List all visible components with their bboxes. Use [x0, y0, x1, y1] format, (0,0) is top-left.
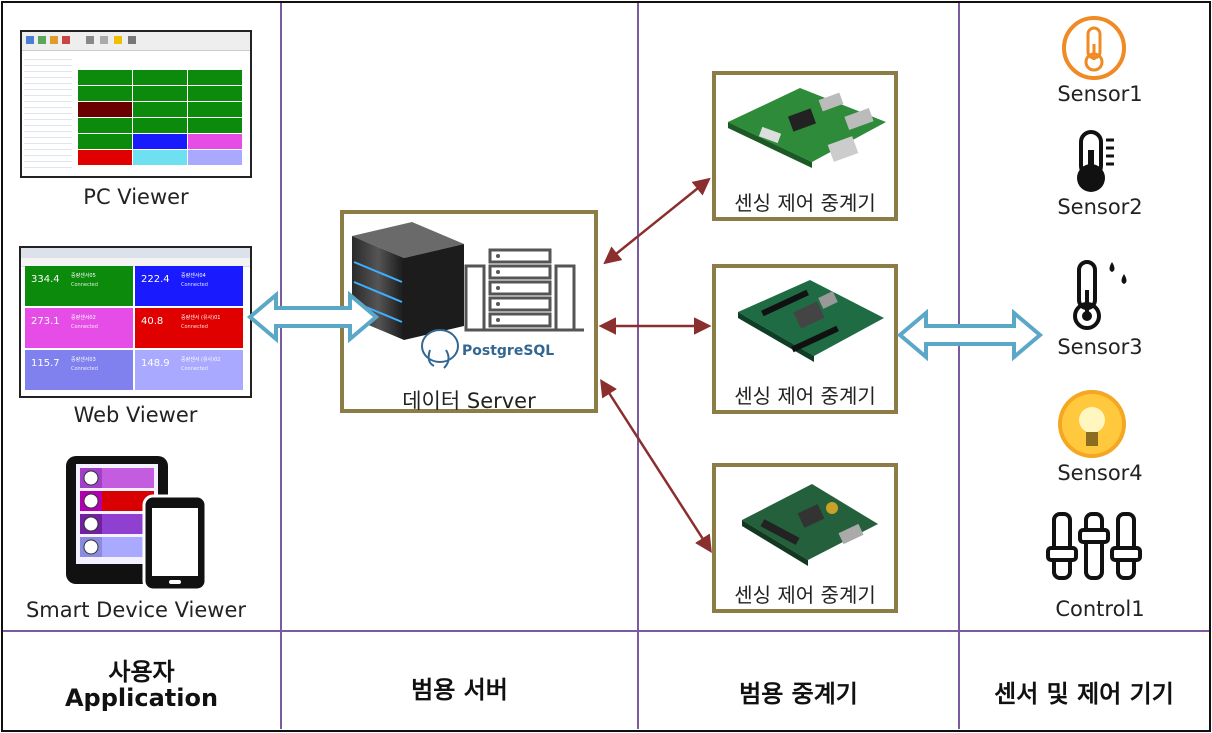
column-divider-2 — [637, 3, 639, 729]
column-divider-3 — [958, 3, 960, 729]
pc-viewer-tile — [133, 134, 187, 149]
sensor4-label: Sensor4 — [1057, 461, 1143, 485]
tile-status: Connected — [71, 282, 98, 288]
tile-title: 중량센서03 — [71, 357, 96, 363]
web-viewer-label: Web Viewer — [73, 403, 198, 427]
sensor2-label: Sensor2 — [1057, 195, 1143, 219]
pc-viewer-tile — [188, 118, 242, 133]
pc-viewer-tile — [188, 102, 242, 117]
data-server-label: 데이터 Server — [402, 389, 536, 413]
general-server-title: 범용 서버 — [411, 676, 508, 704]
tile-status: Connected — [181, 324, 208, 330]
tile-title: 중량센서05 — [71, 273, 96, 279]
general-relay-title: 범용 중계기 — [739, 680, 858, 708]
tile-title: 중량센서 (유사)02 — [181, 357, 221, 363]
pc-viewer-tile — [188, 86, 242, 101]
user-application-title-line1: 사용자 — [108, 658, 175, 686]
pc-viewer-tile — [78, 70, 132, 85]
tile-status: Connected — [181, 366, 208, 372]
pc-viewer-tile — [133, 70, 187, 85]
pc-viewer-tile — [78, 134, 132, 149]
pc-viewer-tile — [188, 134, 242, 149]
sensor-control-title: 센서 및 제어 기기 — [994, 680, 1174, 708]
tile-value: 148.9 — [141, 358, 170, 369]
pc-viewer-tile — [133, 102, 187, 117]
sensor1-label: Sensor1 — [1057, 82, 1143, 106]
pc-viewer-tile — [188, 70, 242, 85]
tile-value: 222.4 — [141, 274, 170, 285]
sensor3-label: Sensor3 — [1057, 335, 1143, 359]
pc-viewer-tile — [133, 86, 187, 101]
relay-label-1: 센싱 제어 중계기 — [734, 191, 876, 215]
pc-viewer-tile — [78, 150, 132, 165]
pc-viewer-tile — [78, 102, 132, 117]
column-divider-1 — [280, 3, 282, 729]
tile-status: Connected — [71, 324, 98, 330]
footer-divider — [3, 630, 1209, 632]
relay-label-3: 센싱 제어 중계기 — [734, 583, 876, 607]
pc-viewer-tile — [188, 150, 242, 165]
control1-label: Control1 — [1055, 597, 1145, 621]
tile-title: 중량센서 (유사)01 — [181, 315, 221, 321]
tile-status: Connected — [181, 282, 208, 288]
tile-value: 273.1 — [31, 316, 60, 327]
pc-viewer-screenshot — [20, 30, 252, 178]
pc-viewer-tile — [78, 86, 132, 101]
pc-viewer-tile — [78, 118, 132, 133]
user-application-title-line2: Application — [64, 684, 219, 712]
pc-viewer-tile — [133, 150, 187, 165]
tile-title: 중량센서02 — [71, 315, 96, 321]
tile-value: 334.4 — [31, 274, 60, 285]
pc-viewer-tile — [133, 118, 187, 133]
postgresql-logo: PostgreSQL — [462, 343, 555, 359]
data-server-box — [340, 210, 598, 413]
tile-title: 중량센서04 — [181, 273, 206, 279]
tile-value: 115.7 — [31, 358, 60, 369]
tile-value: 40.8 — [141, 316, 164, 327]
relay-label-2: 센싱 제어 중계기 — [734, 384, 876, 408]
smart-device-viewer-label: Smart Device Viewer — [25, 598, 247, 622]
tile-status: Connected — [71, 366, 98, 372]
pc-viewer-label: PC Viewer — [83, 185, 189, 209]
